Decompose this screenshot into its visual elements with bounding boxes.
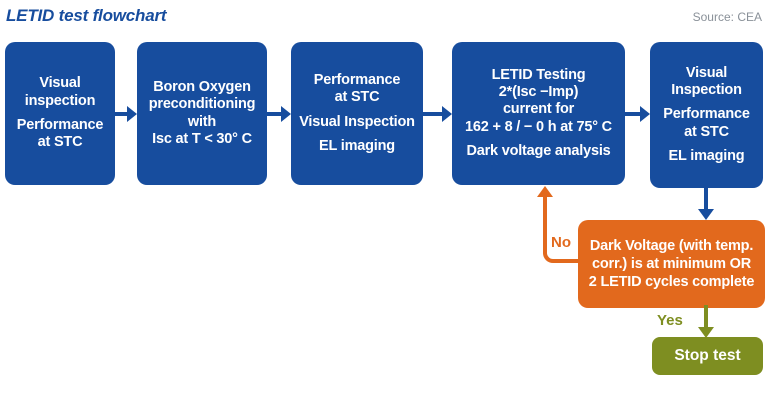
step-box-letid-testing: LETID Testing 2*(Isc −Imp) current for 1… — [452, 42, 625, 185]
no-branch-label: No — [551, 234, 571, 251]
step-box-performance-stc-check: Performance at STC Visual Inspection EL … — [291, 42, 423, 185]
arrow-head — [640, 106, 650, 122]
step-box-final-inspection: Visual Inspection Performance at STC EL … — [650, 42, 763, 188]
yes-branch-label: Yes — [657, 312, 683, 329]
decision-box-dark-voltage: Dark Voltage (with temp. corr.) is at mi… — [578, 220, 765, 308]
feedback-arrow-up-icon — [537, 186, 553, 197]
flow-arrow-down-icon — [698, 187, 714, 220]
arrow-head — [281, 106, 291, 122]
step-text: Visual Inspection — [299, 113, 415, 130]
flow-arrow-right-icon — [265, 106, 291, 122]
yes-arrow-down-icon — [698, 305, 714, 338]
step-box-boron-oxygen-preconditioning: Boron Oxygen preconditioning with Isc at… — [137, 42, 267, 185]
arrow-shaft — [421, 112, 442, 116]
step-text: Visual inspection — [24, 75, 96, 109]
source-attribution: Source: CEA — [692, 10, 762, 24]
page-title: LETID test flowchart — [6, 6, 167, 25]
arrow-shaft — [265, 112, 281, 116]
step-text: Performance at STC — [16, 117, 104, 151]
step-text: Visual Inspection — [671, 64, 742, 98]
flow-arrow-right-icon — [623, 106, 650, 122]
flow-arrow-right-icon — [421, 106, 452, 122]
arrow-shaft — [704, 187, 708, 209]
arrow-head — [698, 209, 714, 220]
step-text: EL imaging — [319, 137, 395, 154]
flow-arrow-right-icon — [112, 106, 137, 122]
arrow-head — [442, 106, 452, 122]
arrow-shaft — [112, 112, 127, 116]
arrow-head — [127, 106, 137, 122]
arrow-shaft — [704, 305, 708, 327]
step-text: EL imaging — [668, 148, 745, 165]
step-text: Boron Oxygen preconditioning with Isc at… — [148, 78, 256, 147]
no-feedback-connector — [543, 196, 584, 263]
arrow-shaft — [623, 112, 640, 116]
stop-test-box: Stop test — [652, 337, 763, 375]
arrow-head — [698, 327, 714, 338]
step-text: LETID Testing 2*(Isc −Imp) current for 1… — [465, 66, 612, 135]
step-text: Performance at STC — [663, 106, 750, 140]
step-text: Performance at STC — [313, 71, 401, 106]
step-text: Dark voltage analysis — [466, 143, 611, 160]
step-box-visual-inspection-start: Visual inspection Performance at STC — [5, 42, 115, 185]
